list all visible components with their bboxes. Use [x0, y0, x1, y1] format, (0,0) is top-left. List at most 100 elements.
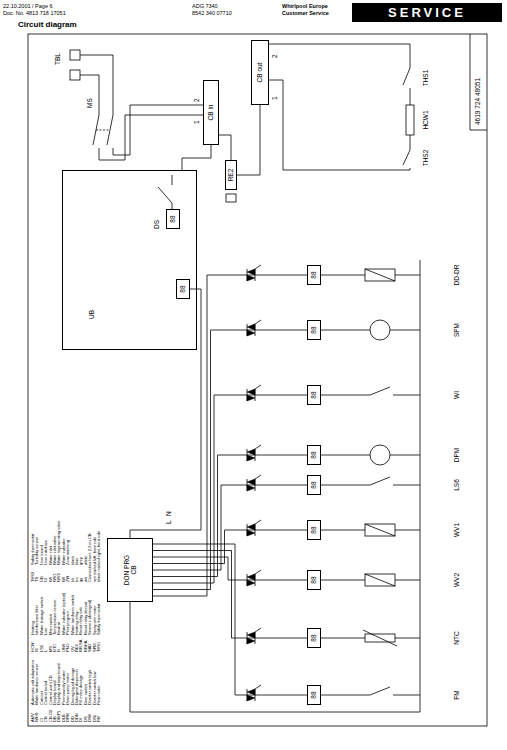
- triac-symbol: [247, 395, 255, 401]
- switch-symbol: [370, 687, 390, 695]
- triac-gate: [255, 628, 261, 632]
- label-box: L: [165, 520, 172, 524]
- label-box: LS6: [453, 471, 460, 499]
- wire: [393, 395, 400, 396]
- connector-box: 88: [307, 520, 321, 540]
- component-label: WV1: [453, 516, 460, 544]
- title-strip: [470, 34, 487, 130]
- wire: [360, 530, 365, 531]
- diagram-title: Circuit diagram: [18, 20, 77, 29]
- triac-symbol: [247, 389, 255, 395]
- wire: [269, 44, 410, 68]
- valve-coil: [365, 524, 395, 536]
- valve-coil: [365, 269, 395, 281]
- wire: [360, 695, 370, 696]
- label-box: HCW1: [422, 106, 429, 134]
- triac-symbol: [247, 632, 255, 638]
- triac-gate: [255, 265, 261, 269]
- neutral-rail: [420, 260, 421, 712]
- component-label: THS2: [422, 144, 429, 172]
- connector-box: 88: [307, 320, 321, 340]
- triac-symbol: [247, 695, 255, 701]
- component-label: DD-DR: [453, 261, 460, 289]
- component-label: FM: [453, 681, 460, 709]
- wire: [360, 395, 370, 396]
- legend-text: THS1: [97, 642, 101, 652]
- component-label: 2: [271, 54, 278, 58]
- component-label: DPM: [453, 441, 460, 469]
- wire: [321, 485, 360, 486]
- header-text: Customer Service: [282, 10, 329, 16]
- label-box: 1: [271, 96, 278, 100]
- triac-symbol: [247, 580, 255, 586]
- node-text: RE2: [227, 169, 234, 182]
- wire: [395, 530, 400, 531]
- wire: [321, 638, 360, 639]
- switch-symbol: [158, 187, 172, 210]
- control-board-box: DON PRGCB: [107, 538, 153, 602]
- triac-symbol: [247, 455, 255, 461]
- wire: [400, 275, 420, 276]
- wire-connector: [153, 551, 307, 639]
- wire: [400, 530, 420, 531]
- node-text: 88: [310, 326, 317, 333]
- neutral-rail: [130, 602, 420, 712]
- triac-symbol: [247, 275, 255, 281]
- triac-symbol: [247, 330, 255, 336]
- node-text: 88: [310, 526, 317, 533]
- component-label: TBL: [54, 53, 61, 65]
- valve-coil: [365, 269, 395, 281]
- terminal-block: [70, 70, 80, 80]
- wire: [395, 638, 400, 639]
- wire: [99, 115, 203, 160]
- wire: [395, 275, 400, 276]
- node-text: CB: [130, 565, 137, 574]
- wire: [360, 580, 365, 581]
- legend-text: Flow meter: [97, 685, 101, 705]
- header-text: 8542 340 07710: [192, 10, 232, 16]
- label-box: SPM: [453, 316, 460, 344]
- triac-symbol: [247, 530, 255, 536]
- label-box: DS: [153, 220, 160, 229]
- wire-connector: [237, 105, 260, 175]
- label-box: THS2: [422, 144, 429, 172]
- triac-gate: [255, 320, 261, 324]
- wire-connector: [153, 530, 307, 564]
- node-text: 88: [169, 215, 176, 222]
- wire: [393, 695, 400, 696]
- component-label: MS: [86, 98, 93, 108]
- header-text: 22.10.2001 / Page 6: [3, 3, 53, 9]
- node-text: 88: [310, 576, 317, 583]
- component-label: DS: [153, 220, 160, 229]
- connector-box: 88: [176, 279, 190, 299]
- node-text: 88: [310, 634, 317, 641]
- wire: [80, 55, 113, 115]
- wire: [321, 580, 360, 581]
- wire: [400, 455, 420, 456]
- wire: [410, 88, 411, 105]
- node-text: 88: [310, 391, 317, 398]
- valve-coil: [365, 574, 395, 586]
- wire: [400, 695, 420, 696]
- triac-gate: [255, 385, 261, 389]
- wire: [410, 135, 411, 150]
- label-box: WV2: [453, 566, 460, 594]
- triac-gate: [255, 685, 261, 689]
- node-text: 88: [179, 285, 186, 292]
- node-text: 88: [310, 691, 317, 698]
- wire: [400, 330, 420, 331]
- component-label: SPM: [453, 316, 460, 344]
- relay-coil: [226, 194, 236, 202]
- wire: [390, 330, 400, 331]
- motor-symbol: [370, 445, 390, 465]
- wire: [321, 275, 360, 276]
- component-label: L: [165, 520, 172, 524]
- valve-coil: [365, 574, 395, 586]
- wire-connector: [153, 544, 307, 695]
- wire: [400, 638, 420, 639]
- wire: [360, 638, 365, 639]
- node-text: 88: [310, 481, 317, 488]
- component-label: THS1: [422, 64, 429, 92]
- component-label: WV2: [453, 566, 460, 594]
